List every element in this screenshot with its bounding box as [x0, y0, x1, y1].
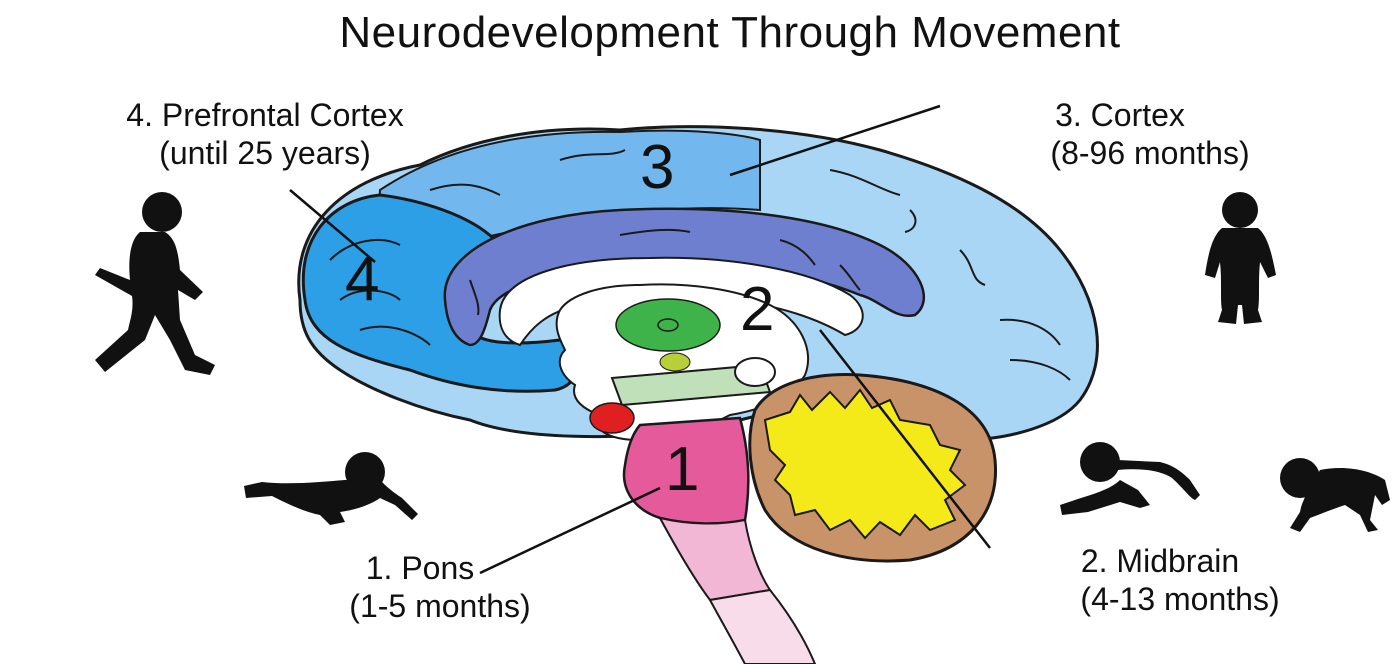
- walking-child-silhouette: [95, 192, 215, 375]
- label-cortex: 3. Cortex (8-96 months): [980, 96, 1320, 172]
- label-pons: 1. Pons (1-5 months): [265, 549, 615, 625]
- medulla-region: [660, 518, 770, 600]
- lying-baby-silhouette: [244, 452, 418, 525]
- label-pons-period: (1-5 months): [265, 587, 615, 625]
- crawling-baby-silhouette: [1060, 442, 1200, 515]
- region-number-3: 3: [640, 133, 674, 202]
- label-prefrontal-cortex: 4. Prefrontal Cortex (until 25 years): [45, 96, 485, 172]
- standing-toddler-silhouette: [1205, 192, 1276, 324]
- region-number-2: 2: [740, 275, 774, 344]
- label-cortex-period: (8-96 months): [980, 134, 1320, 172]
- spinal-cord-region: [710, 590, 815, 664]
- label-prefrontal-period: (until 25 years): [45, 134, 485, 172]
- label-midbrain-name: 2. Midbrain: [995, 542, 1365, 580]
- midbrain-oval: [735, 358, 775, 386]
- hypothalamus-region: [660, 353, 690, 371]
- label-pons-name: 1. Pons: [265, 549, 615, 587]
- thalamus-region: [616, 299, 720, 351]
- label-midbrain-period: (4-13 months): [995, 580, 1365, 618]
- red-body-region: [590, 403, 634, 433]
- crawling-baby-silhouette-2: [1280, 458, 1390, 532]
- label-cortex-name: 3. Cortex: [980, 96, 1320, 134]
- label-midbrain: 2. Midbrain (4-13 months): [995, 542, 1365, 618]
- region-number-1: 1: [665, 435, 699, 504]
- label-prefrontal-name: 4. Prefrontal Cortex: [45, 96, 485, 134]
- region-number-4: 4: [345, 245, 379, 314]
